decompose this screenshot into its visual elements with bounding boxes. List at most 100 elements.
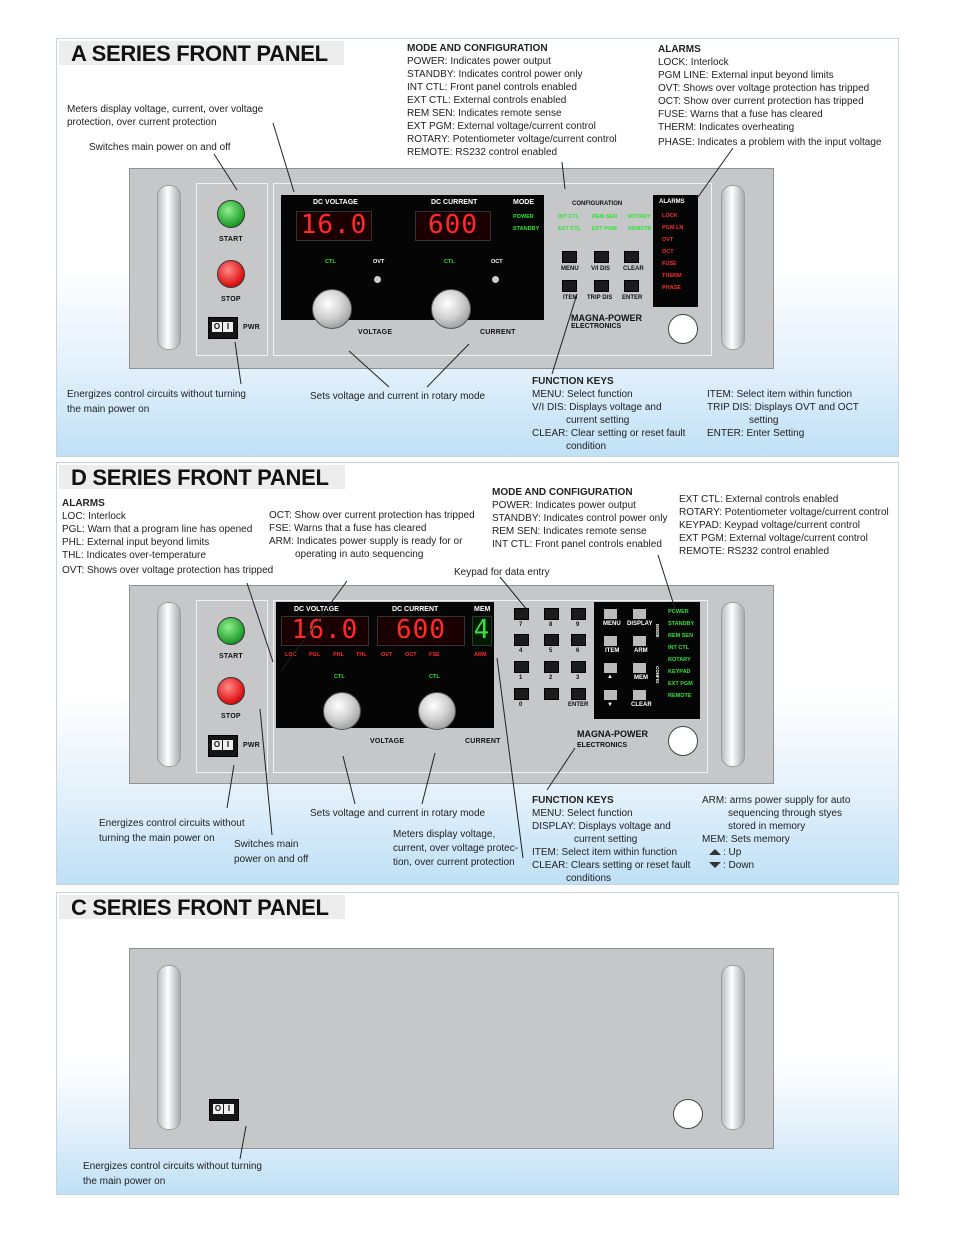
keypad-label-enter: ENTER <box>568 702 589 708</box>
dc-current-label: DC CURRENT <box>392 606 439 613</box>
voltage-label: VOLTAGE <box>370 738 405 745</box>
mode-led-power: POWER <box>668 609 689 615</box>
stop-button[interactable] <box>217 260 245 288</box>
up-key[interactable] <box>603 662 618 674</box>
down-arrow-icon: ▼ <box>607 702 613 708</box>
current-readout: 600 <box>377 616 465 646</box>
down-key[interactable] <box>603 689 618 701</box>
trip-dis-key[interactable] <box>594 280 609 292</box>
menu-key-label: MENU <box>603 621 621 627</box>
alarms-display: ALARMS LOCK PGM LN OVT OCT FUSE THERM PH… <box>653 195 698 307</box>
keypad-key-4[interactable] <box>514 634 529 646</box>
keypad-key-9[interactable] <box>571 608 586 620</box>
trip-dis-key-label: TRIP DIS <box>587 295 613 301</box>
pwr-rocker-switch[interactable]: O I <box>208 735 238 757</box>
mpe-logo-icon <box>668 726 698 756</box>
mem-key-label: MEM <box>634 675 648 681</box>
start-button[interactable] <box>217 200 245 228</box>
current-knob[interactable] <box>418 692 456 730</box>
a-rotary-note: Sets voltage and current in rotary mode <box>310 391 486 402</box>
keypad-key-5[interactable] <box>544 634 559 646</box>
current-knob[interactable] <box>431 289 471 329</box>
config-side-label: CONFIG <box>655 666 660 684</box>
current-ctl-led: CTL <box>444 259 455 265</box>
meter-control-box: DC VOLTAGE DC CURRENT MEM 16.0 600 4 LOC… <box>273 600 708 773</box>
a-meters-note: Meters display voltage, current, over vo… <box>67 104 264 128</box>
clear-key-label: CLEAR <box>623 266 644 272</box>
display-key-label: DISPLAY <box>627 621 653 627</box>
start-label: START <box>219 236 243 243</box>
keypad-key-enter[interactable] <box>571 688 586 700</box>
voltage-knob[interactable] <box>312 289 352 329</box>
config-led-ext-pgm: EXT PGM <box>592 226 617 232</box>
pwr-label: PWR <box>243 742 260 749</box>
configuration-label: CONFIGURATION <box>572 201 623 207</box>
oct-label: OCT <box>491 259 503 265</box>
up-key-desc: : Up <box>723 847 742 858</box>
dc-voltage-label: DC VOLTAGE <box>294 606 339 613</box>
keypad-label-6: 6 <box>576 648 580 654</box>
a-function-keys-right: ITEM: Select item within function TRIP D… <box>707 389 859 439</box>
d-alarms-list-2: OCT: Show over current protection has tr… <box>269 510 475 560</box>
menu-key[interactable] <box>603 608 618 620</box>
mem-key[interactable] <box>632 662 647 674</box>
up-arrow-icon <box>709 849 721 855</box>
a-alarms-list: ALARMS LOCK: Interlock PGM LINE: Externa… <box>658 44 882 148</box>
keypad-key-3[interactable] <box>571 661 586 673</box>
keypad-key-1[interactable] <box>514 661 529 673</box>
keypad-key-6[interactable] <box>571 634 586 646</box>
d-arm-mem-keys: ARM: arms power supply for auto sequenci… <box>702 795 851 871</box>
clear-key[interactable] <box>624 251 639 263</box>
d-series-section: D SERIES FRONT PANEL ALARMS LOC: Interlo… <box>56 462 899 885</box>
item-key[interactable] <box>603 635 618 647</box>
keypad-key-2[interactable] <box>544 661 559 673</box>
enter-key[interactable] <box>624 280 639 292</box>
pwr-rocker-switch[interactable]: O I <box>209 1099 239 1121</box>
alarm-led-fuse: FUSE <box>662 261 677 267</box>
voltage-readout: 16.0 <box>296 211 372 241</box>
start-button[interactable] <box>217 617 245 645</box>
keypad-label-3: 3 <box>576 675 580 681</box>
mode-led-rotary: ROTARY <box>668 657 691 663</box>
a-energize-note: Energizes control circuits without turni… <box>67 389 246 415</box>
d-keypad-note: Keypad for data entry <box>454 567 550 578</box>
mode-label: MODE <box>513 199 534 206</box>
arm-key[interactable] <box>632 635 647 647</box>
config-led-rotary: ROTARY <box>628 214 651 220</box>
d-energize-note: Energizes control circuits without turni… <box>99 818 245 844</box>
mpe-logo-icon <box>673 1099 703 1129</box>
keypad-key-7[interactable] <box>514 608 529 620</box>
display-key[interactable] <box>632 608 647 620</box>
clear-key[interactable] <box>632 689 647 701</box>
alarm-led-oct: OCT <box>662 249 674 255</box>
rack-handle <box>721 185 745 350</box>
d-meters-note: Meters display voltage, current, over vo… <box>393 829 519 868</box>
mem-readout: 4 <box>472 615 492 646</box>
rack-handle <box>157 965 181 1130</box>
dc-current-label: DC CURRENT <box>431 199 478 206</box>
alarm-led-pgl: PGL <box>309 652 321 658</box>
voltage-readout: 16.0 <box>281 616 369 646</box>
voltage-ctl-led: CTL <box>334 674 345 680</box>
rack-handle <box>157 602 181 767</box>
menu-key[interactable] <box>562 251 577 263</box>
keypad-key-8[interactable] <box>544 608 559 620</box>
item-key-label: ITEM <box>563 295 578 301</box>
start-label: START <box>219 653 243 660</box>
alarms-display-label: ALARMS <box>659 199 685 205</box>
current-label: CURRENT <box>465 738 501 745</box>
alarm-led-phase: PHASE <box>662 285 681 291</box>
d-mode-config-list: MODE AND CONFIGURATION POWER: Indicates … <box>492 487 668 550</box>
keypad-key-0[interactable] <box>514 688 529 700</box>
alarm-led-pgm-ln: PGM LN <box>662 225 684 231</box>
alarm-led-ovt: OVT <box>662 237 674 243</box>
keypad-key-blank[interactable] <box>544 688 559 700</box>
voltage-knob[interactable] <box>323 692 361 730</box>
current-label: CURRENT <box>480 329 516 336</box>
mode-led-int-ctl: INT CTL <box>668 645 690 651</box>
stop-button[interactable] <box>217 677 245 705</box>
item-key[interactable] <box>562 280 577 292</box>
d-switch-note: Switches main power on and off <box>234 839 309 865</box>
pwr-rocker-switch[interactable]: O I <box>208 317 238 339</box>
vi-dis-key[interactable] <box>594 251 609 263</box>
